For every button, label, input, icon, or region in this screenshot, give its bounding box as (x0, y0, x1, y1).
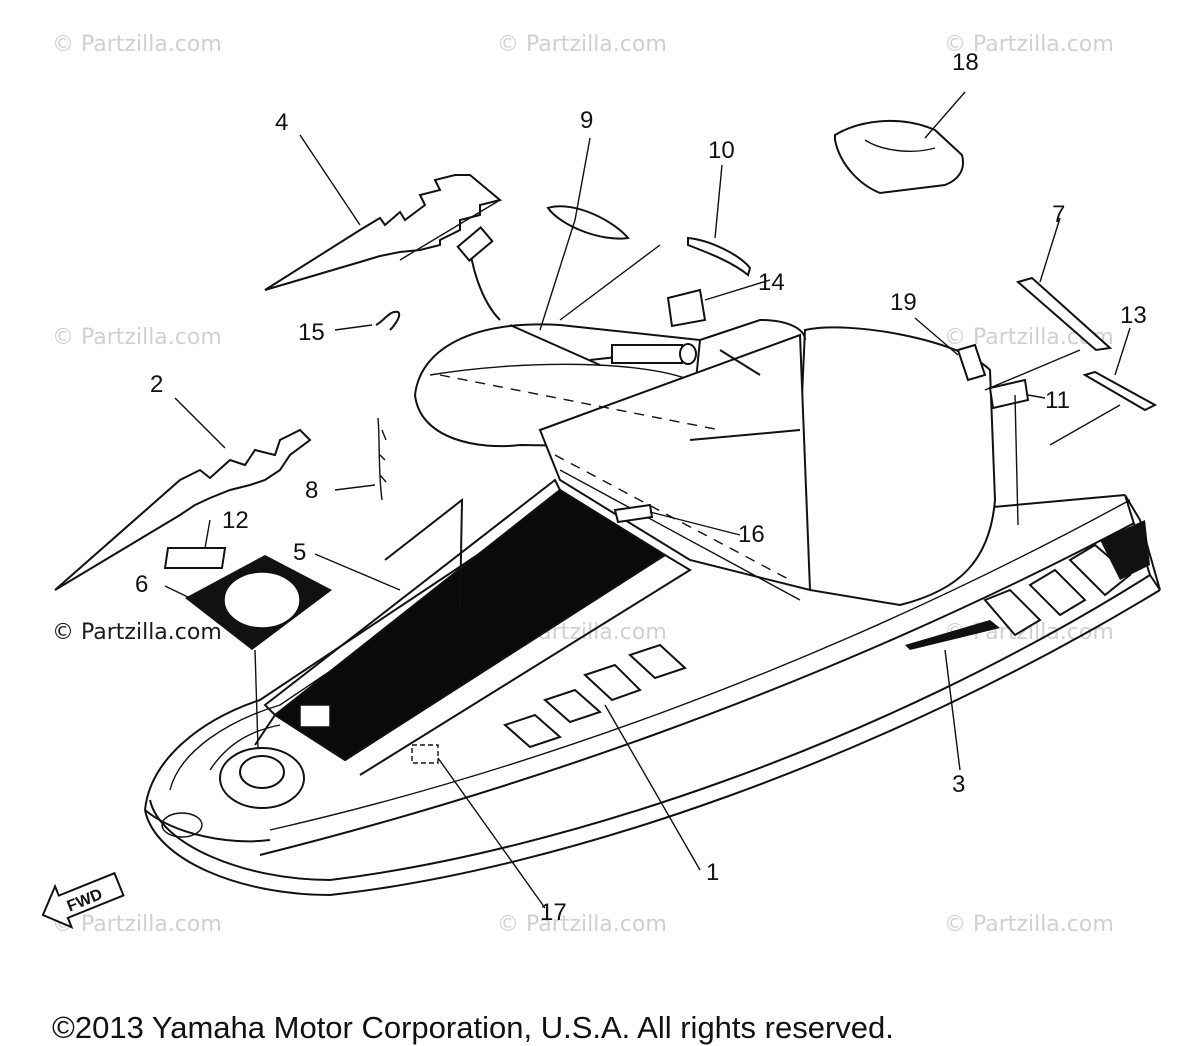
callout-4: 4 (275, 109, 288, 136)
deck-area (209, 478, 692, 809)
hood-and-seat (413, 226, 1150, 749)
callout-15: 15 (298, 319, 325, 346)
decal-4 (264, 174, 503, 291)
decal-17 (411, 744, 439, 764)
callout-6: 6 (135, 571, 148, 598)
callout-8: 8 (305, 477, 318, 504)
watermark-11: © Partzilla.com (944, 912, 1114, 937)
decal-13 (1082, 370, 1158, 412)
callout-numbers: 4 9 10 18 7 13 19 11 14 15 2 8 12 6 5 16… (135, 49, 1147, 926)
leader-lines (164, 91, 1131, 909)
callout-12: 12 (222, 507, 249, 534)
watermark-1: © Partzilla.com (52, 32, 222, 57)
decal-14 (666, 288, 707, 328)
fwd-arrow: FWD (41, 871, 125, 930)
decal-2 (54, 428, 312, 591)
decal-19 (956, 343, 987, 382)
callout-19: 19 (890, 289, 917, 316)
callout-16: 16 (738, 521, 765, 548)
callout-10: 10 (708, 137, 735, 164)
callout-17: 17 (540, 899, 567, 926)
callout-1: 1 (706, 859, 719, 886)
callout-5: 5 (293, 539, 306, 566)
part-15 (375, 310, 401, 331)
callout-14: 14 (758, 269, 785, 296)
callout-7: 7 (1052, 201, 1065, 228)
callout-9: 9 (580, 107, 593, 134)
callout-18: 18 (952, 49, 979, 76)
decals (54, 120, 1158, 764)
decal-12 (163, 547, 227, 569)
callout-11: 11 (1045, 387, 1070, 414)
copyright-notice: ©2013 Yamaha Motor Corporation, U.S.A. A… (52, 1010, 894, 1045)
decal-16 (613, 503, 654, 524)
watermark-2: © Partzilla.com (497, 32, 667, 57)
watermark-6: © Partzilla.com (52, 620, 222, 645)
decal-7 (1015, 276, 1113, 352)
watermark-9: © Partzilla.com (52, 912, 222, 937)
decal-8 (377, 417, 387, 501)
watermark-3: © Partzilla.com (944, 32, 1114, 57)
callout-3: 3 (952, 771, 965, 798)
decal-11 (988, 378, 1030, 410)
decal-10 (687, 236, 752, 277)
watermark-4: © Partzilla.com (52, 325, 222, 350)
decal-9 (546, 205, 630, 240)
callout-2: 2 (150, 371, 163, 398)
decal-18 (834, 120, 964, 195)
watermark-10: © Partzilla.com (497, 912, 667, 937)
callout-13: 13 (1120, 302, 1147, 329)
